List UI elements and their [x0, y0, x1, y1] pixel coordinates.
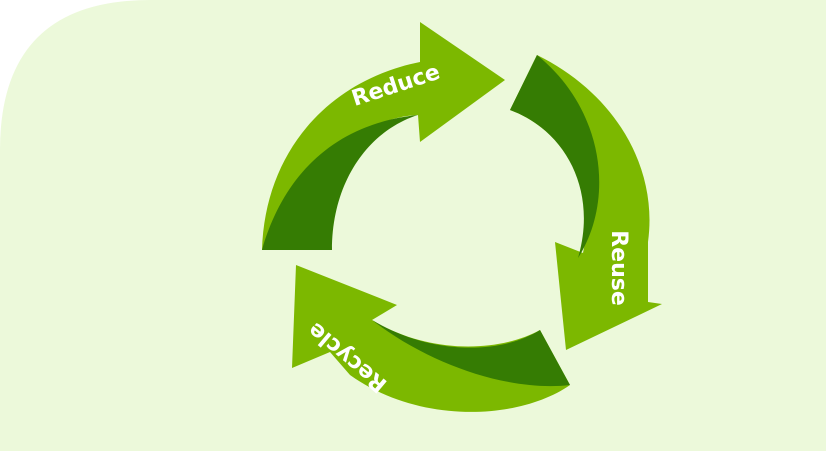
reduce-arrow: Reduce: [262, 22, 505, 250]
reuse-arrow: Reuse: [510, 55, 662, 350]
reuse-arrow-shade: [510, 55, 600, 258]
recycle-arrow: Recycle: [292, 265, 570, 412]
recycle-arrow-shade: [372, 320, 570, 387]
reduce-arrow-shade: [262, 115, 418, 250]
reuse-label: Reuse: [606, 230, 631, 306]
